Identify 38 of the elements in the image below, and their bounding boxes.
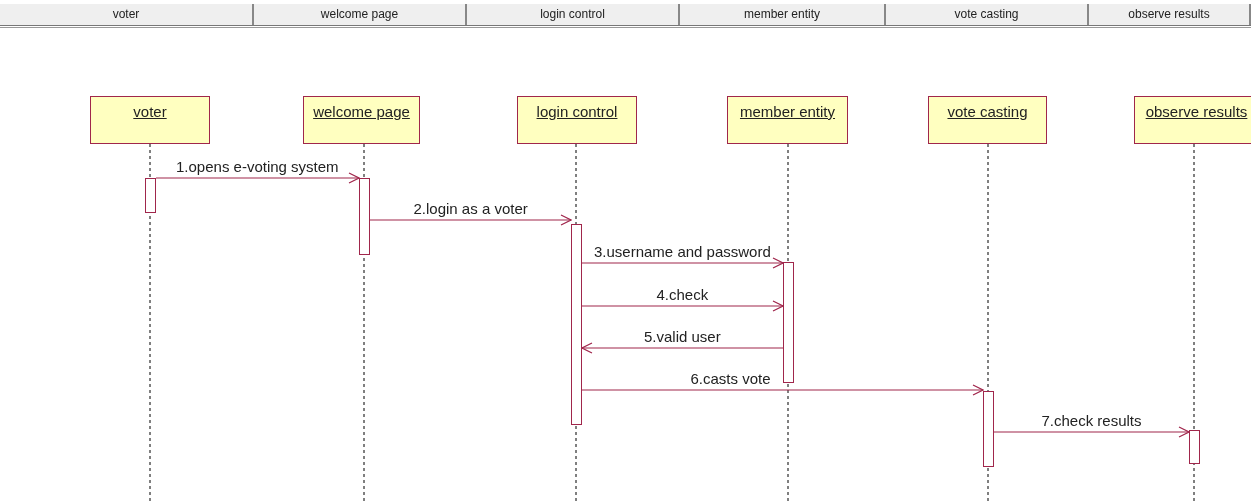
message-label: 7.check results [1040, 413, 1143, 429]
column-header: member entity [680, 4, 886, 25]
activation-bar [359, 178, 370, 255]
message-arrow [369, 214, 572, 226]
activation-bar [983, 391, 994, 467]
object-name: observe results [1144, 103, 1249, 120]
object-box [1134, 96, 1251, 144]
object-name: member entity [738, 103, 836, 120]
object-name: welcome page [312, 103, 411, 120]
object-name: vote casting [946, 103, 1029, 120]
message-arrow [581, 384, 984, 396]
activation-bar [1189, 430, 1200, 464]
object-box [727, 96, 848, 144]
column-header: observe results [1089, 4, 1251, 25]
message-arrow [581, 257, 784, 269]
message-label: 1.opens e-voting system [175, 159, 340, 175]
message-arrow [993, 426, 1190, 438]
message-label: 5.valid user [643, 329, 722, 345]
message-label: 3.username and password [593, 244, 772, 260]
activation-bar [571, 224, 582, 425]
object-name: login control [535, 103, 619, 120]
column-header: login control [467, 4, 680, 25]
object-box [928, 96, 1047, 144]
message-arrow [155, 172, 360, 184]
message-arrow [581, 300, 784, 312]
column-header: vote casting [886, 4, 1089, 25]
message-label: 2.login as a voter [412, 201, 529, 217]
object-box [303, 96, 420, 144]
object-box [517, 96, 637, 144]
activation-bar [145, 178, 156, 213]
object-name: voter [132, 103, 168, 120]
object-box [90, 96, 210, 144]
activation-bar [783, 262, 794, 383]
message-arrow [581, 342, 784, 354]
message-label: 6.casts vote [689, 371, 772, 387]
column-header: welcome page [254, 4, 467, 25]
column-header: voter [0, 4, 254, 25]
message-label: 4.check [655, 287, 710, 303]
